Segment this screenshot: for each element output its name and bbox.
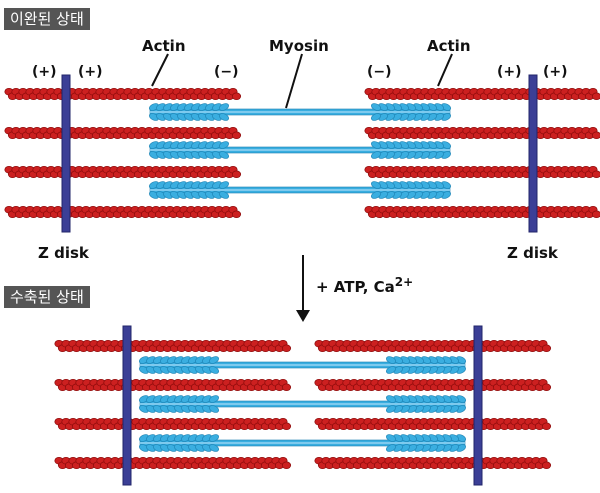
actin-filament — [4, 165, 242, 179]
actin-filament — [4, 87, 242, 101]
actin-filament — [54, 378, 292, 392]
myosin-filament — [138, 395, 467, 413]
actin-filament — [4, 126, 242, 140]
actin-filament — [314, 417, 552, 431]
actin-filament — [314, 339, 552, 353]
contracted-sarcomere — [54, 325, 552, 486]
myosin-filament — [148, 181, 452, 199]
actin-left-leader — [151, 53, 169, 87]
myosin-filament — [148, 141, 452, 159]
polarity-plus-4: (+) — [543, 64, 568, 80]
zdisk-right-label: Z disk — [507, 244, 558, 262]
actin-filament — [364, 205, 600, 219]
actin-filament — [364, 165, 600, 179]
z-disk — [61, 74, 71, 233]
condition-prefix: + ATP, Ca — [316, 278, 395, 296]
myosin-filament — [148, 103, 452, 121]
actin-filament — [54, 417, 292, 431]
polarity-minus-2: (−) — [367, 64, 392, 80]
myosin-filament — [138, 434, 467, 452]
actin-left-label: Actin — [142, 37, 186, 55]
actin-filament — [314, 378, 552, 392]
myosin-label: Myosin — [269, 37, 329, 55]
condition-label: + ATP, Ca2+ — [316, 275, 414, 296]
actin-filament — [364, 126, 600, 140]
relaxed-sarcomere — [4, 74, 600, 233]
z-disk — [528, 74, 538, 233]
polarity-minus-1: (−) — [214, 64, 239, 80]
relaxed-state-tag: 이완된 상태 — [4, 8, 90, 30]
zdisk-left-label: Z disk — [38, 244, 89, 262]
myosin-filament — [138, 356, 467, 374]
myosin-leader — [285, 53, 303, 109]
z-disk — [473, 325, 483, 486]
actin-filament — [364, 87, 600, 101]
actin-right-leader — [437, 53, 453, 87]
polarity-plus-2: (+) — [78, 64, 103, 80]
actin-filament — [54, 456, 292, 470]
actin-filament — [4, 205, 242, 219]
condition-superscript: 2+ — [394, 275, 414, 289]
actin-filament — [54, 339, 292, 353]
label-leader-lines — [151, 53, 453, 109]
actin-right-label: Actin — [427, 37, 471, 55]
contracted-state-tag: 수축된 상태 — [4, 286, 90, 308]
actin-filament — [314, 456, 552, 470]
polarity-plus-1: (+) — [32, 64, 57, 80]
polarity-plus-3: (+) — [497, 64, 522, 80]
z-disk — [122, 325, 132, 486]
contraction-arrow — [296, 255, 310, 322]
